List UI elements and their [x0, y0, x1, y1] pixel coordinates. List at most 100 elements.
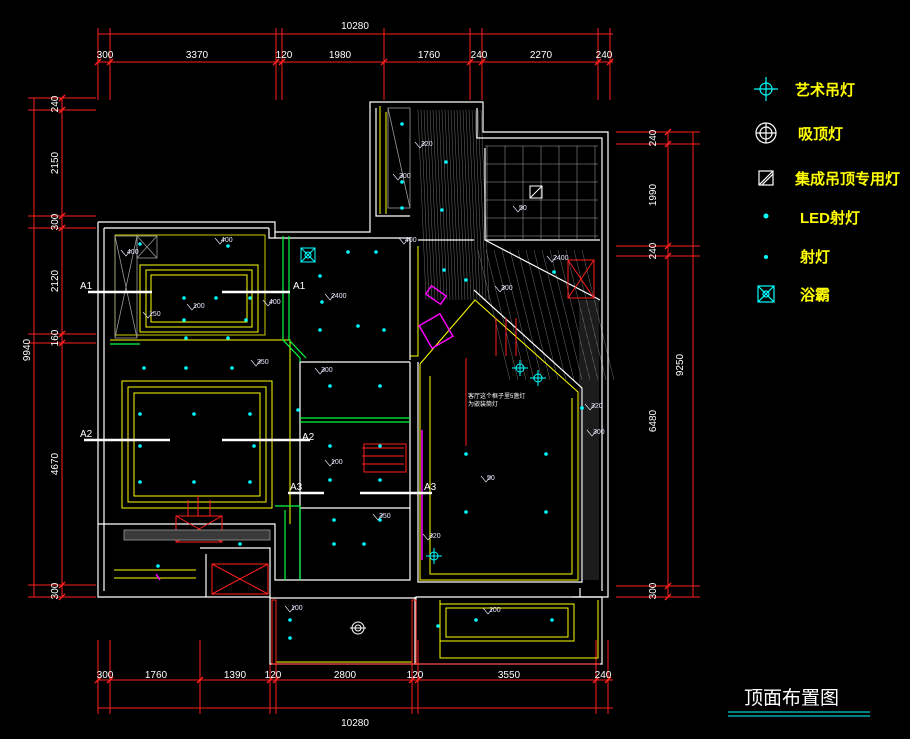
bottom-segment-dimension: 3550: [498, 670, 521, 681]
led-spotlight-icon: [248, 412, 252, 416]
hatched-corridor: [417, 109, 615, 580]
art-chandelier-icon: [754, 77, 778, 101]
top-total-dimension: 10280: [341, 21, 369, 32]
led-spotlight-icon: [474, 618, 478, 622]
led-spotlight-icon: [320, 300, 324, 304]
led-spotlight-icon: [252, 444, 256, 448]
ceiling-elevation-value: 400: [269, 299, 281, 306]
led-spotlight-icon: [580, 406, 584, 410]
led-spotlight-icon: [444, 160, 448, 164]
annotation-line-2: 为嵌装筒灯: [468, 400, 498, 408]
magenta-features: [155, 284, 454, 581]
led-spotlight-icon: [544, 452, 548, 456]
top-segment-dimension: 120: [276, 50, 293, 61]
art-chandelier-icon: [530, 370, 546, 386]
top-segment-dimension: 240: [471, 50, 488, 61]
ceiling-elevation-value: 300: [501, 285, 513, 292]
left-segment-dimension: 300: [50, 582, 61, 599]
led-spotlight-icon: [400, 180, 404, 184]
annotation-line-1: 客厅这个框子里5盏灯: [468, 392, 525, 400]
top-segment-dimension: 1760: [418, 50, 441, 61]
bottom-segment-dimension: 120: [407, 670, 424, 681]
led-spotlight-icon: [184, 366, 188, 370]
led-spotlight-icon: [318, 328, 322, 332]
section-label-a3-right: A3: [424, 482, 437, 493]
led-spotlight-icon: [464, 510, 468, 514]
led-spotlight-icon: [226, 244, 230, 248]
sideboard-hatching: [114, 107, 411, 541]
led-spotlight-icon: [238, 542, 242, 546]
led-spotlight-icon: [374, 250, 378, 254]
led-spotlight-icon: [288, 636, 292, 640]
led-spotlight-icon: [248, 296, 252, 300]
ceiling-elevation-value: 350: [379, 513, 391, 520]
art-chandelier-icon: [426, 548, 442, 564]
led-spotlight-icon: [332, 518, 336, 522]
led-spotlight-icon: [192, 412, 196, 416]
bottom-total-dimension: 10280: [341, 718, 369, 729]
ceiling-elevation-value: 50: [487, 475, 495, 482]
ceiling-elevation-value: 400: [221, 237, 233, 244]
led-spotlight-icon: [400, 206, 404, 210]
left-segment-dimension: 160: [50, 329, 61, 346]
ceiling-light-icon: [350, 621, 366, 635]
section-label-a1-right: A1: [293, 281, 306, 292]
led-spotlight-icon: [356, 324, 360, 328]
section-cut-lines: [84, 290, 432, 495]
led-spotlight-icon: [552, 270, 556, 274]
led-spotlight-icon: [142, 366, 146, 370]
integrated-ceiling-light-icon: [758, 170, 774, 186]
led-spotlight-icon: [382, 328, 386, 332]
left-dimension-lines: [28, 94, 96, 601]
led-spotlight-icon: [378, 478, 382, 482]
top-segment-dimension: 3370: [186, 50, 209, 61]
led-spotlight-icon: [244, 318, 248, 322]
spotlight-icon: [764, 255, 768, 259]
ceiling-trays: [110, 106, 599, 663]
right-segment-dimension: 1990: [648, 183, 659, 206]
ceiling-elevation-value: 400: [127, 249, 139, 256]
ceiling-elevation-value: 300: [593, 429, 605, 436]
left-segment-dimension: 2150: [50, 151, 61, 174]
section-label-a3-left: A3: [290, 482, 303, 493]
led-spotlight-icon: [248, 480, 252, 484]
top-segment-dimension: 1980: [329, 50, 352, 61]
bottom-segment-dimension: 120: [265, 670, 282, 681]
left-segment-dimension: 2120: [50, 269, 61, 292]
top-segment-dimension: 300: [97, 50, 114, 61]
section-label-a1-left: A1: [80, 281, 93, 292]
legend-label-bath-heater: 浴霸: [800, 286, 830, 304]
ceiling-elevation-markers: 4004004001501004002400320300502400300350…: [120, 141, 605, 615]
led-spotlight-icon: [440, 208, 444, 212]
led-spotlight-icon: [442, 268, 446, 272]
ceiling-elevation-value: 100: [193, 303, 205, 310]
led-spotlight-icon: [328, 444, 332, 448]
ceiling-elevation-value: 320: [591, 403, 603, 410]
integrated-ceiling-light-icon: [529, 185, 543, 199]
led-spotlight-icon: [184, 336, 188, 340]
led-spotlight-icon: [464, 452, 468, 456]
legend-label-led-spotlight: LED射灯: [800, 209, 860, 227]
ceiling-elevation-value: 350: [257, 359, 269, 366]
led-spotlight-icon: [296, 408, 300, 412]
left-total-dimension: 9940: [22, 338, 33, 361]
led-spotlight-icon: [550, 618, 554, 622]
ceiling-elevation-value: 2400: [331, 293, 347, 300]
ceiling-elevation-value: 50: [519, 205, 527, 212]
section-label-a2-right: A2: [302, 432, 315, 443]
bottom-segment-dimension: 300: [97, 670, 114, 681]
led-spotlight-icon: [138, 412, 142, 416]
bottom-segment-dimension: 1390: [224, 670, 247, 681]
right-segment-dimension: 240: [648, 242, 659, 259]
led-spotlight-icon: [138, 242, 142, 246]
ceiling-elevation-value: 2400: [553, 255, 569, 262]
legend-label-integrated-light: 集成吊顶专用灯: [794, 170, 900, 188]
led-spotlight-icon: [328, 384, 332, 388]
led-spotlight-icon: [332, 542, 336, 546]
ceiling-light-icon: [755, 122, 777, 144]
ceiling-elevation-value: 300: [321, 367, 333, 374]
legend-label-art-chandelier: 艺术吊灯: [795, 81, 855, 99]
led-spotlight-icon: [362, 542, 366, 546]
drawing-title: 顶面布置图: [744, 687, 839, 709]
top-segment-dimension: 240: [596, 50, 613, 61]
